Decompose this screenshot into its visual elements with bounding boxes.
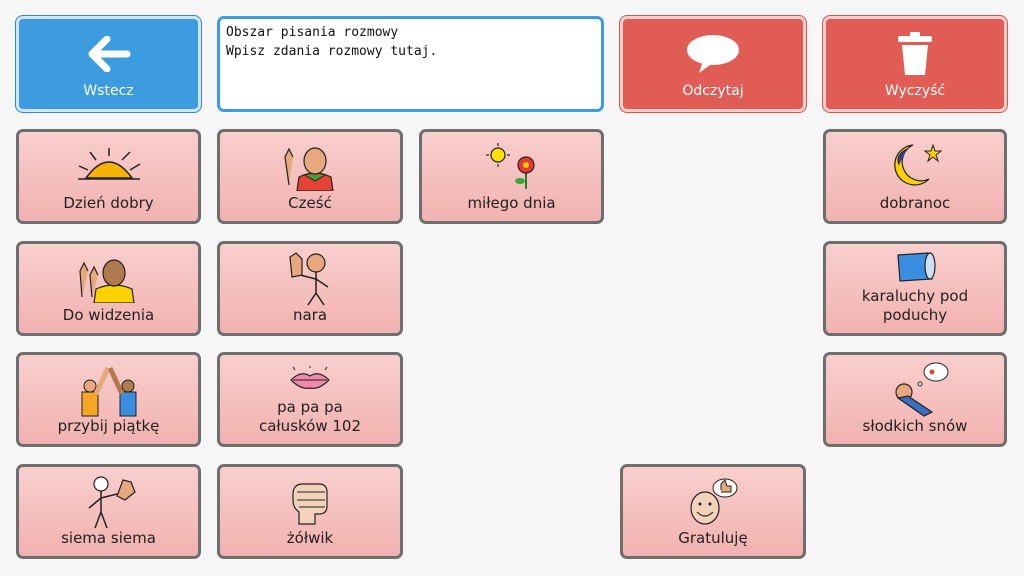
tile-milego-dnia[interactable]: miłego dnia xyxy=(419,129,604,224)
tile-label: przybij piątkę xyxy=(57,417,160,435)
tile-label: żółwik xyxy=(286,529,334,547)
tile-label: nara xyxy=(292,306,328,324)
tile-siema[interactable]: siema siema xyxy=(16,464,201,559)
tile-label: siema siema xyxy=(61,529,156,547)
clear-button-label: Wyczyść xyxy=(884,83,946,99)
trash-icon xyxy=(826,19,1004,82)
lips-kiss-icon xyxy=(220,355,400,398)
message-line-2: Wpisz zdania rozmowy tutaj. xyxy=(226,44,438,59)
speech-bubble-icon xyxy=(623,19,803,82)
tile-label: karaluchy pod poduchy xyxy=(861,287,969,324)
tile-label: pa pa pa całusków 102 xyxy=(258,398,362,435)
tile-label: Do widzenia xyxy=(62,306,155,324)
waving-person-icon xyxy=(220,132,400,194)
pillow-icon xyxy=(826,241,1004,287)
tile-label: Dzień dobry xyxy=(63,194,154,212)
congratulations-face-icon xyxy=(623,467,803,529)
tile-label: miłego dnia xyxy=(467,194,556,212)
dreaming-person-icon xyxy=(826,355,1004,417)
message-line-1: Obszar pisania rozmowy xyxy=(226,25,399,40)
tile-pa-pa[interactable]: pa pa pa całusków 102 xyxy=(217,352,403,447)
fist-bump-icon xyxy=(220,467,400,529)
tile-label: dobranoc xyxy=(879,194,951,212)
clear-button[interactable]: Wyczyść xyxy=(823,16,1007,112)
tile-karaluchy[interactable]: karaluchy pod poduchy xyxy=(823,241,1007,336)
moon-star-icon xyxy=(826,132,1004,194)
tile-nara[interactable]: nara xyxy=(217,241,403,336)
tile-dobranoc[interactable]: dobranoc xyxy=(823,129,1007,224)
tile-label: Cześć xyxy=(288,194,332,212)
tile-czesc[interactable]: Cześć xyxy=(217,129,403,224)
tile-przybij[interactable]: przybij piątkę xyxy=(16,352,201,447)
arrow-left-icon xyxy=(19,19,198,82)
waving-goodbye-icon xyxy=(19,244,198,306)
back-button-label: Wstecz xyxy=(83,83,134,99)
tile-dzien-dobry[interactable]: Dzień dobry xyxy=(16,129,201,224)
sun-flower-icon xyxy=(422,132,601,194)
tile-label: słodkich snów xyxy=(862,417,968,435)
speak-button-label: Odczytaj xyxy=(682,83,744,99)
tile-slodkich[interactable]: słodkich snów xyxy=(823,352,1007,447)
stick-figure-hand-icon xyxy=(19,467,198,529)
tile-do-widzenia[interactable]: Do widzenia xyxy=(16,241,201,336)
stick-figure-wave-icon xyxy=(220,244,400,306)
rising-sun-icon xyxy=(19,132,198,194)
tile-label: Gratuluję xyxy=(678,529,748,547)
message-area[interactable]: Obszar pisania rozmowy Wpisz zdania rozm… xyxy=(217,16,604,112)
tile-zolwik[interactable]: żółwik xyxy=(217,464,403,559)
back-button[interactable]: Wstecz xyxy=(16,16,201,112)
high-five-icon xyxy=(19,355,198,417)
tile-gratuluje[interactable]: Gratuluję xyxy=(620,464,806,559)
speak-button[interactable]: Odczytaj xyxy=(620,16,806,112)
